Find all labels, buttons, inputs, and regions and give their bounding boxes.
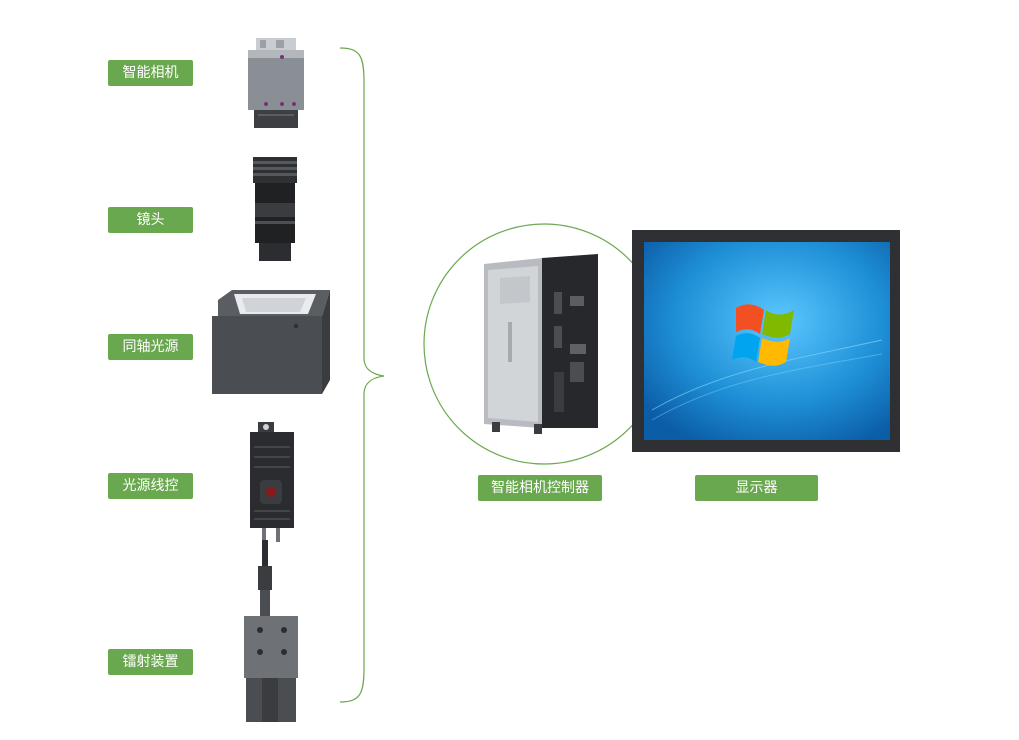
coaxial-light-icon xyxy=(212,290,330,396)
grouping-bracket xyxy=(330,42,400,708)
label-camera-controller: 智能相机控制器 xyxy=(478,475,602,501)
label-smart-camera: 智能相机 xyxy=(108,60,193,86)
label-laser-device: 镭射装置 xyxy=(108,649,193,675)
label-lens: 镜头 xyxy=(108,207,193,233)
laser-device-icon xyxy=(242,540,300,724)
label-light-controller: 光源线控 xyxy=(108,473,193,499)
label-monitor: 显示器 xyxy=(695,475,818,501)
smart-camera-icon xyxy=(246,38,306,130)
label-coaxial-light: 同轴光源 xyxy=(108,334,193,360)
light-controller-icon xyxy=(248,422,296,566)
monitor-icon xyxy=(632,230,900,452)
lens-icon xyxy=(249,157,301,263)
camera-controller-icon xyxy=(422,222,666,466)
